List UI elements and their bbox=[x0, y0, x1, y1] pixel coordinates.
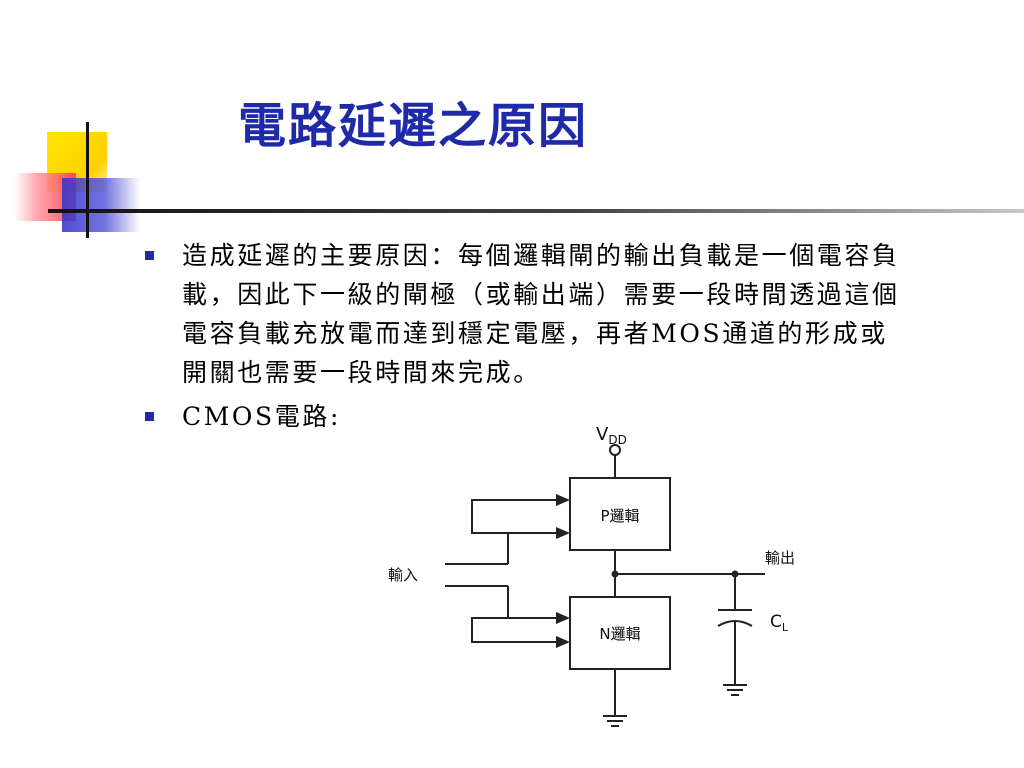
decor-blue-square bbox=[62, 178, 140, 232]
p-logic-block bbox=[569, 477, 671, 551]
cmos-circuit-diagram: VDD P邏輯 N邏輯 輸入 輸出 CL bbox=[388, 424, 795, 727]
feed-p-outer bbox=[471, 499, 562, 534]
n-logic-label: N邏輯 bbox=[599, 625, 640, 643]
bullet-item-cmos: CMOS電路: bbox=[145, 397, 905, 436]
feed-n-outer bbox=[471, 617, 562, 643]
title-underline bbox=[48, 209, 1024, 213]
ground-icon bbox=[603, 715, 627, 727]
arrow-p-top-icon bbox=[556, 494, 570, 506]
arrow-n-top-icon bbox=[556, 612, 570, 624]
bullet-item-cause: 造成延遲的主要原因：每個邏輯閘的輸出負載是一個電容負載，因此下一級的閘極（或輸出… bbox=[145, 236, 905, 392]
arrow-n-bottom-icon bbox=[556, 636, 570, 648]
bullet-list: 造成延遲的主要原因：每個邏輯閘的輸出負載是一個電容負載，因此下一級的閘極（或輸出… bbox=[145, 236, 905, 436]
bullet-text: 造成延遲的主要原因：每個邏輯閘的輸出負載是一個電容負載，因此下一級的閘極（或輸出… bbox=[182, 241, 900, 387]
decor-vertical-line bbox=[86, 122, 89, 238]
p-logic-label: P邏輯 bbox=[600, 507, 639, 525]
bullet-text: CMOS電路: bbox=[182, 402, 341, 431]
bullet-square-icon bbox=[145, 412, 154, 421]
output-label: 輸出 bbox=[765, 549, 795, 567]
input-label: 輸入 bbox=[388, 566, 418, 584]
bullet-square-icon bbox=[145, 251, 154, 260]
slide-title: 電路延遲之原因 bbox=[238, 98, 589, 154]
ground-icon bbox=[723, 684, 747, 696]
capacitor-junction bbox=[731, 570, 739, 578]
n-logic-block bbox=[569, 596, 671, 670]
arrow-p-bottom-icon bbox=[556, 527, 570, 539]
capacitor-plate-bottom bbox=[717, 620, 753, 627]
capacitor-label: CL bbox=[770, 612, 789, 634]
vdd-label: VDD bbox=[596, 424, 627, 447]
output-junction bbox=[611, 570, 619, 578]
